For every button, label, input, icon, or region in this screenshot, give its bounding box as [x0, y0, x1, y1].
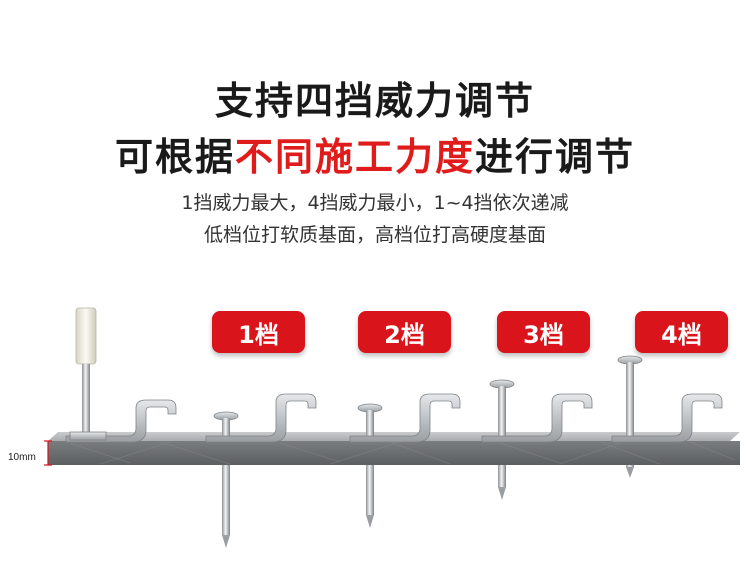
title-suffix: 进行调节 [475, 135, 636, 179]
nail-tip-level-1 [222, 465, 230, 535]
title-prefix: 可根据 [114, 135, 235, 179]
power-level-2-badge: 2档 [358, 311, 451, 353]
scale-marker [44, 440, 52, 466]
power-level-3-badge: 3档 [497, 311, 590, 353]
unfired-nail-assembly [65, 307, 177, 443]
power-level-1-badge: 1档 [212, 311, 305, 353]
nail-assembly-level-2 [349, 393, 461, 528]
nail-penetration-illustration [44, 307, 740, 548]
nail-assembly-level-4 [611, 355, 723, 478]
nail-assembly-level-1 [205, 393, 317, 548]
title-highlight: 不同施工力度 [234, 135, 475, 179]
slab-front [48, 441, 740, 465]
power-level-4-badge: 4档 [635, 311, 728, 353]
plastic-cap [75, 307, 97, 365]
description-line-1: 1挡威力最大，4挡威力最小，1~4挡依次递减 [181, 192, 569, 214]
scale-label: 10mm [8, 452, 36, 463]
nail-assembly-level-3 [481, 379, 593, 500]
main-title-line-2: 可根据不同施工力度进行调节 [0, 126, 750, 181]
description-line-2: 低档位打软质基面，高档位打高硬度基面 [203, 224, 546, 246]
nail-shaft [82, 364, 90, 434]
main-title-line-1: 支持四挡威力调节 [214, 79, 535, 123]
